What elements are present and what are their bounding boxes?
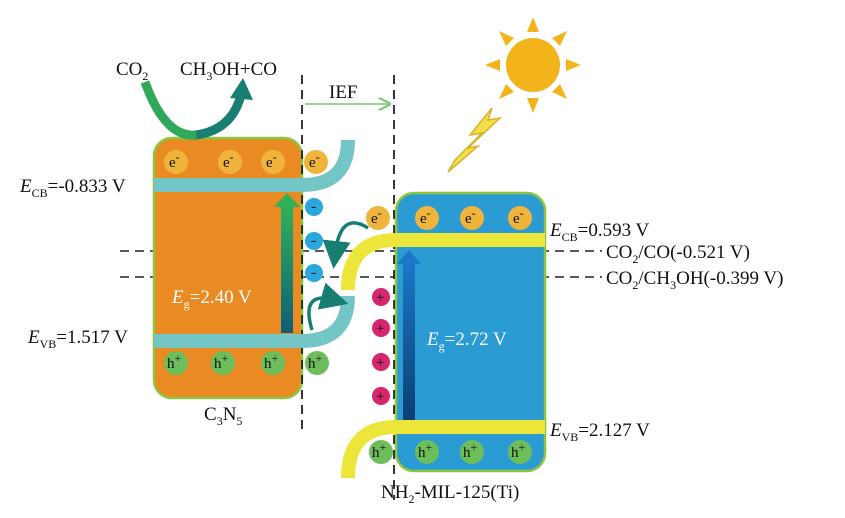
svg-text:e-: e- — [465, 206, 476, 227]
co2-ch3oh-potential-label: CO2/CH3OH(-0.399 V) — [606, 268, 783, 292]
svg-text:h+: h+ — [308, 351, 323, 372]
svg-text:h+: h+ — [511, 440, 526, 461]
svg-text:h+: h+ — [372, 440, 387, 461]
electron-transfer-arrow — [322, 221, 369, 269]
svg-text:-: - — [311, 265, 316, 281]
svg-text:e-: e- — [309, 150, 320, 171]
svg-text:h+: h+ — [264, 351, 279, 372]
sun-icon — [485, 17, 581, 113]
svg-text:h+: h+ — [463, 440, 478, 461]
svg-text:e-: e- — [266, 150, 277, 171]
svg-text:-: - — [311, 233, 316, 249]
hole-transfer-arrow — [307, 282, 349, 331]
svg-text:+: + — [376, 389, 384, 405]
svg-text:e-: e- — [513, 206, 524, 227]
svg-text:e-: e- — [169, 150, 180, 171]
svg-text:h+: h+ — [167, 351, 182, 372]
c3n5-holes: h+ h+ h+ h+ — [164, 351, 329, 375]
c3n5-bandgap-label: Eg=2.40 V — [171, 287, 252, 311]
ief-label: IEF — [329, 82, 358, 103]
c3n5-electrons: e- e- e- e- — [164, 150, 328, 174]
positive-interface-charges: + + + + — [372, 288, 390, 405]
mil-electrons: e- e- e- e- — [366, 206, 532, 230]
c3n5-evb-label: EVB=1.517 V — [27, 327, 128, 351]
svg-text:+: + — [376, 321, 384, 337]
co2-co-potential-label: CO2/CO(-0.521 V) — [606, 242, 750, 266]
mil-holes: h+ h+ h+ h+ — [369, 440, 532, 464]
svg-text:e-: e- — [420, 206, 431, 227]
product-arrowhead — [230, 78, 253, 100]
svg-text:+: + — [376, 355, 384, 371]
mil-bandgap-label: Eg=2.72 V — [426, 329, 507, 353]
product-output-arrow — [195, 93, 246, 140]
c3n5-ecb-label: ECB=-0.833 V — [19, 176, 126, 200]
mil-excitation-arrow — [397, 250, 421, 420]
co2-input-arrow — [140, 80, 197, 140]
negative-interface-charges: - - - — [305, 198, 323, 282]
svg-text:+: + — [376, 290, 384, 306]
svg-text:h+: h+ — [214, 351, 229, 372]
svg-text:h+: h+ — [418, 440, 433, 461]
mil-valence-band — [341, 420, 545, 479]
svg-text:-: - — [311, 199, 316, 215]
svg-text:e-: e- — [223, 150, 234, 171]
c3n5-conduction-band — [154, 139, 355, 192]
co2-label: CO2 — [116, 59, 148, 83]
mil-evb-label: EVB=2.127 V — [549, 420, 650, 444]
c3n5-name: C3N5 — [204, 404, 242, 428]
c3n5-excitation-arrow — [274, 193, 300, 333]
mil-conduction-band — [341, 233, 545, 291]
product-label: CH3OH+CO — [180, 59, 277, 83]
c3n5-box — [152, 136, 304, 400]
mil-name: NH2-MIL-125(Ti) — [381, 482, 519, 506]
mil-box — [394, 191, 547, 473]
mil-ecb-label: ECB=0.593 V — [549, 220, 649, 244]
lightning-icon — [447, 107, 503, 173]
svg-text:e-: e- — [371, 206, 382, 227]
